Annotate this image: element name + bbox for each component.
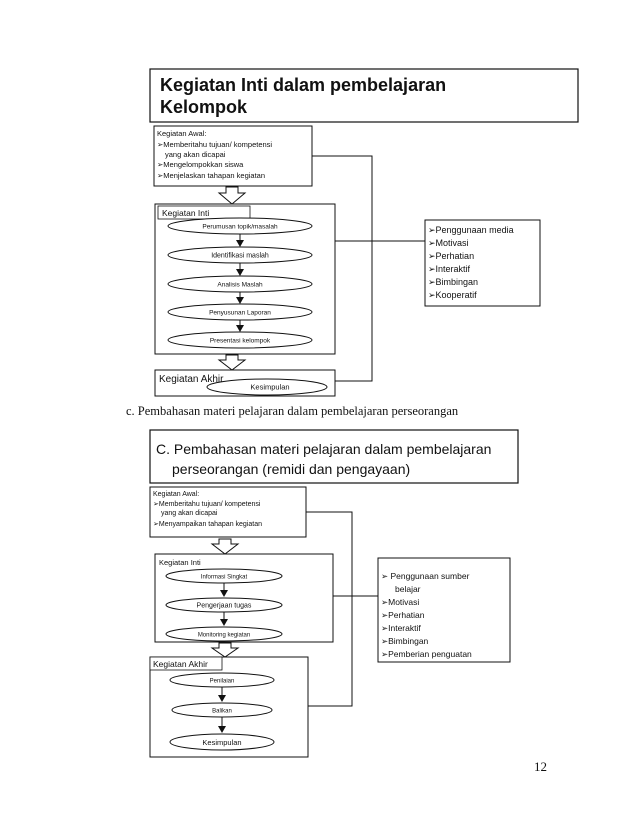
diagram1-akhir-step: Kesimpulan [250, 383, 289, 392]
diagram1-step-label: Perumusan topik/masalah [202, 224, 278, 231]
diagram1-step-label: Penyusunan Laporan [209, 310, 271, 317]
diagram2-awal-item: yang akan dicapai [161, 510, 218, 517]
diagram1-step-ellipse [167, 331, 313, 349]
diagram2-akhir-step: Balikan [212, 709, 232, 715]
diagram1: Kegiatan Inti dalam pembelajaran Kelompo… [149, 68, 579, 397]
diagram2: C. Pembahasan materi pelajaran dalam pem… [149, 429, 519, 758]
diagram1-awal-item: ➢Memberitahu tujuan/ kompetensi [157, 140, 272, 149]
diagram1-side-item: ➢Interaktif [428, 264, 471, 274]
block-arrow-down [217, 354, 247, 371]
block-arrow-down [210, 538, 240, 555]
diagram2-awal-box [149, 486, 307, 538]
diagram2-awal-item: ➢Menyampaikan tahapan kegiatan [153, 521, 262, 528]
diagram2-side-item: belajar [395, 584, 421, 594]
block-arrow-down [210, 642, 240, 658]
diagram2-akhir-step: Penilaian [210, 679, 235, 685]
diagram2-step-label: Monitoring kegiatan [198, 633, 250, 639]
diagram2-side-item: ➢Interaktif [381, 623, 421, 633]
diagram1-inti-heading: Kegiatan Inti [162, 208, 209, 218]
connector-line [306, 511, 353, 707]
diagram1-title-box [149, 68, 579, 123]
diagram2-inti-heading: Kegiatan Inti [159, 558, 201, 567]
diagram2-akhir-heading: Kegiatan Akhir [153, 659, 208, 669]
page-number: 12 [534, 759, 547, 774]
diagram1-step-label: Analisis Maslah [217, 282, 263, 289]
diagram1-awal-item: ➢Mengelompokkan siswa [157, 160, 244, 169]
diagram1-side-item: ➢Kooperatif [428, 290, 477, 300]
diagram2-side-item: ➢Motivasi [381, 597, 419, 607]
diagram1-awal-item: yang akan dicapai [165, 150, 226, 159]
diagram1-side-item: ➢Perhatian [428, 251, 474, 261]
diagram2-step-label: Pengerjaan tugas [197, 603, 252, 610]
diagram2-awal-heading: Kegiatan Awal: [153, 491, 199, 498]
diagram1-title-line1: Kegiatan Inti dalam pembelajaran [160, 75, 446, 95]
diagram1-title-line2: Kelompok [160, 97, 248, 117]
diagram2-side-item: ➢Pemberian penguatan [381, 649, 472, 659]
diagram2-side-item: ➢Bimbingan [381, 636, 429, 646]
diagram1-side-item: ➢Bimbingan [428, 277, 478, 287]
diagram1-side-item: ➢Penggunaan media [428, 225, 514, 235]
diagram1-step-label: Identifikasi maslah [211, 253, 269, 260]
diagram2-side-item: ➢ Penggunaan sumber [381, 571, 470, 581]
diagram2-akhir-label-box [149, 656, 223, 671]
diagram2-akhir-ellipse [169, 733, 275, 751]
diagram2-title-line1: C. Pembahasan materi pelajaran dalam pem… [156, 441, 491, 457]
diagram1-awal-heading: Kegiatan Awal: [157, 129, 206, 138]
diagram2-step-ellipse [165, 626, 283, 642]
diagram1-akhir-ellipse [206, 378, 328, 396]
diagram1-step-label: Presentasi kelompok [210, 338, 271, 345]
diagram1-side-box [424, 219, 541, 307]
diagram2-title-line2: perseorangan (remidi dan pengayaan) [172, 461, 410, 477]
diagram2-title-box [149, 429, 519, 484]
diagram2-awal-item: ➢Memberitahu tujuan/ kompetensi [153, 501, 261, 508]
diagram1-akhir-heading: Kegiatan Akhir [159, 374, 224, 385]
section-caption: c. Pembahasan materi pelajaran dalam pem… [126, 404, 459, 418]
diagram2-side-item: ➢Perhatian [381, 610, 425, 620]
connector-line [312, 155, 373, 382]
diagram2-akhir-step: Kesimpulan [202, 738, 241, 747]
diagram1-awal-item: ➢Menjelaskan tahapan kegiatan [157, 171, 265, 180]
diagram2-step-label: Informasi Singkat [201, 575, 248, 581]
block-arrow-down [217, 186, 247, 205]
diagram1-side-item: ➢Motivasi [428, 238, 469, 248]
diagram2-side-box [377, 557, 511, 663]
